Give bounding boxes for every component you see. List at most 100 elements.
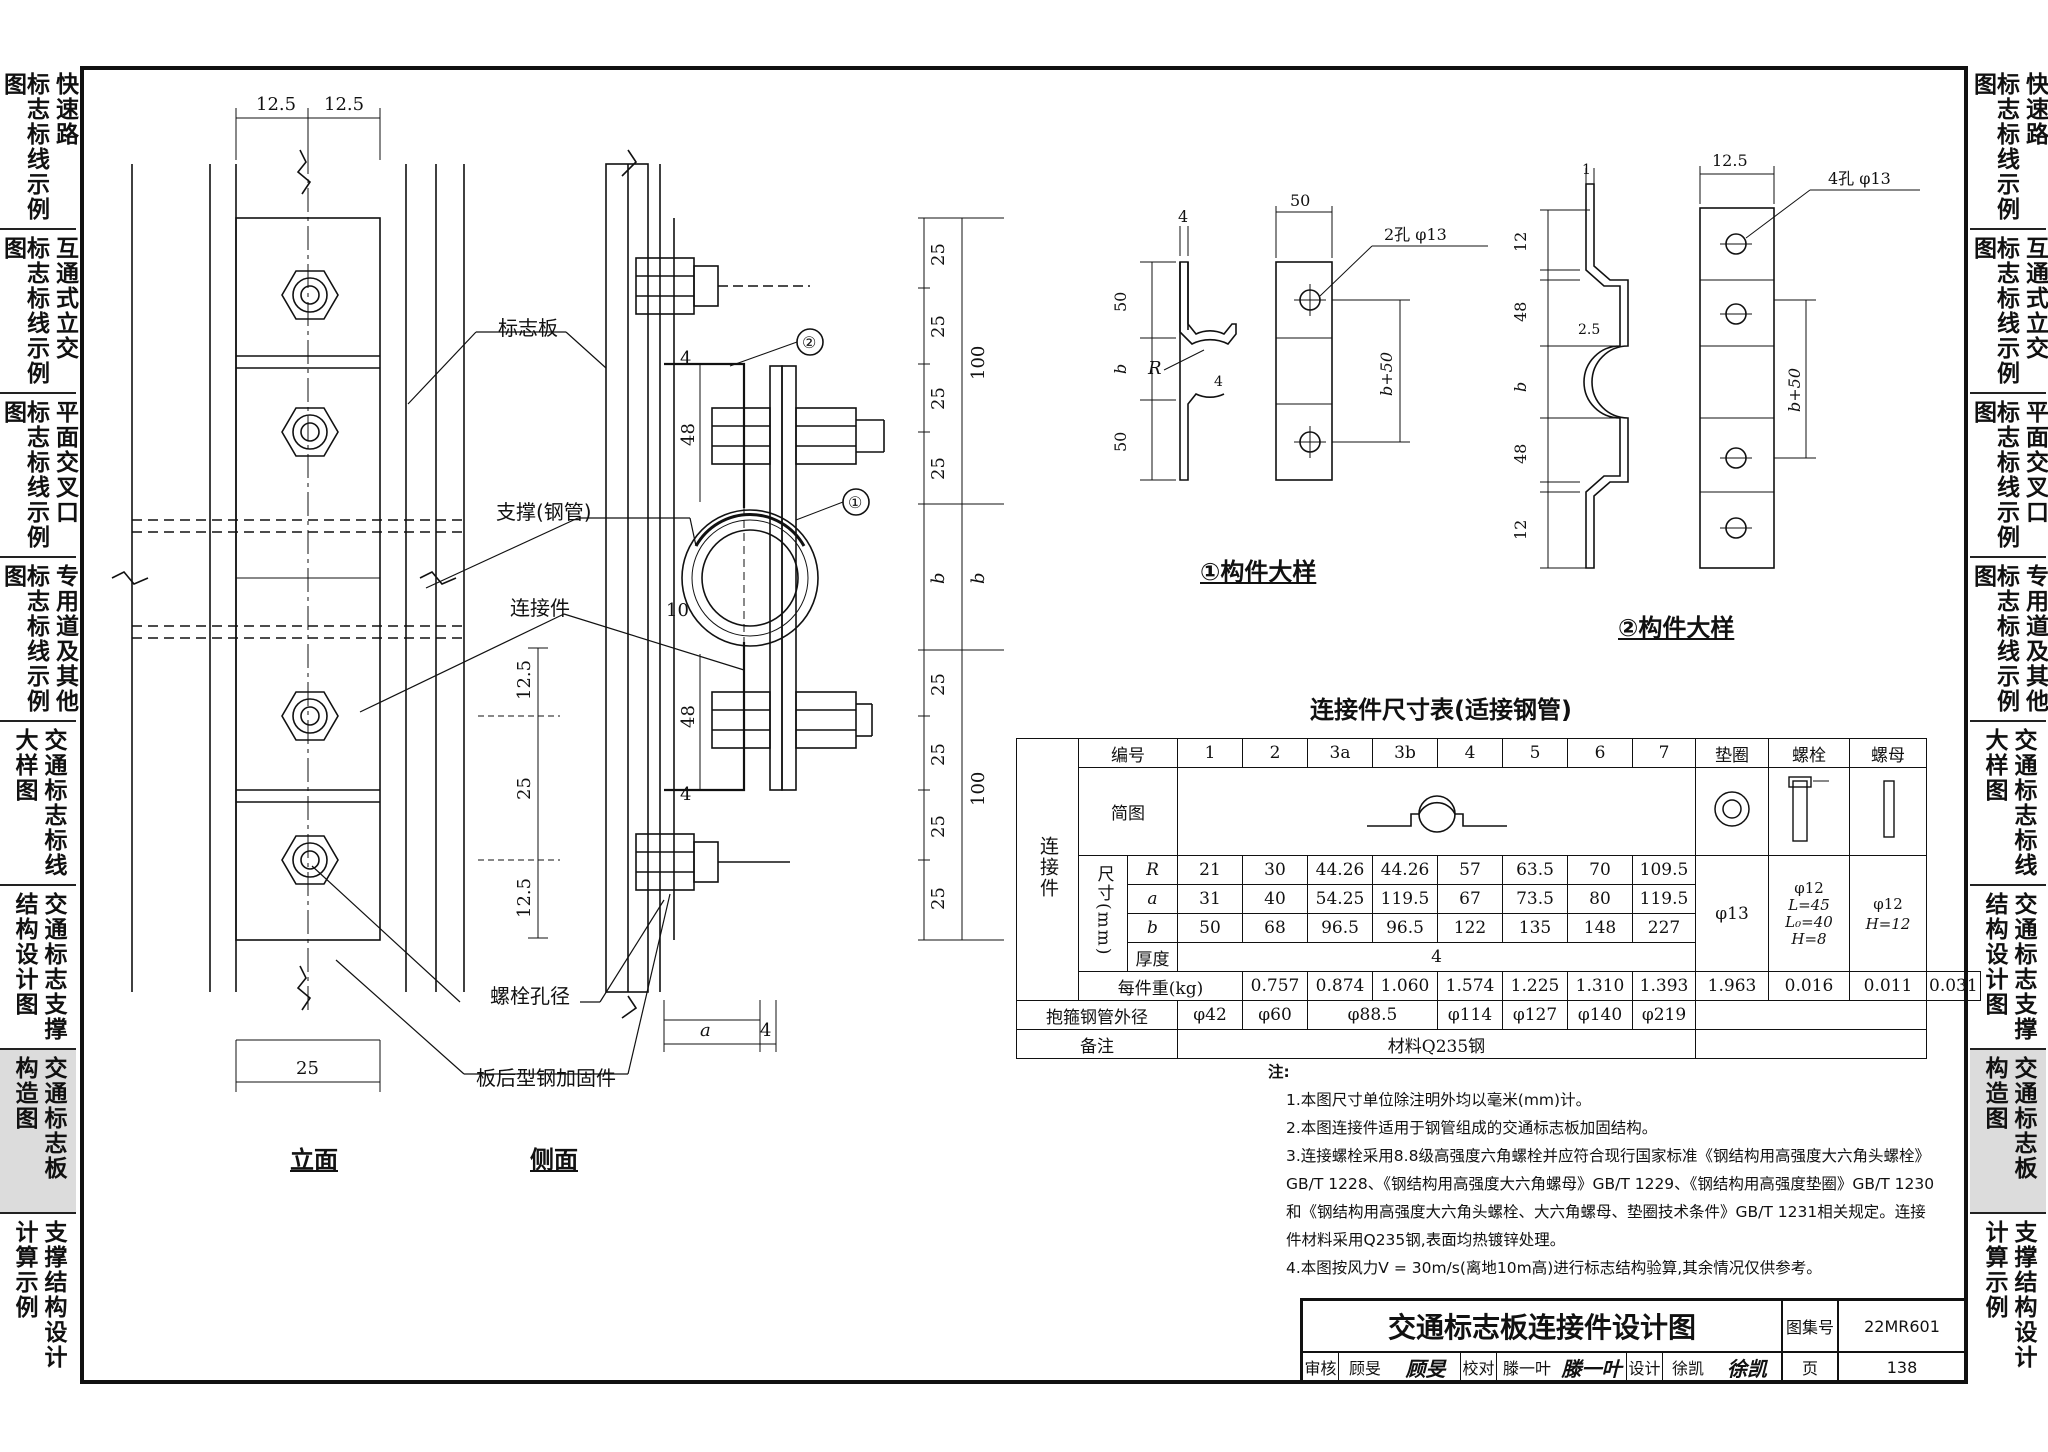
sidebar-tab-detail[interactable]: 大样图 交通标志标线 [0, 722, 76, 886]
dim-text: 4 [1214, 374, 1223, 390]
cell-value: 70 [1567, 855, 1633, 885]
row-label: b [1127, 913, 1178, 943]
sidebar-tab-intersection[interactable]: 标志标线示例图 平面交叉口 [1970, 394, 2048, 558]
sidebar-tab-col2: 快速路 [51, 72, 78, 147]
sidebar-tab-col1: 结构设计图 [11, 892, 37, 1017]
dim-text: 48 [678, 423, 699, 446]
bolt-spec: L₀=40 [1785, 912, 1833, 931]
washer-spec: φ13 [1695, 855, 1769, 972]
dim-text: 50 [1111, 292, 1130, 312]
sidebar-tab-sign-board[interactable]: 构造图 交通标志板 [1970, 1050, 2046, 1214]
pipe-value: φ114 [1437, 1000, 1503, 1030]
callout-1-label: ① [848, 493, 862, 512]
dim-text: 4 [760, 1020, 771, 1041]
note-item: 2.本图连接件适用于钢管组成的交通标志板加固结构。 [1286, 1119, 1658, 1137]
table-head-cell: 1 [1177, 738, 1243, 768]
dim-text: 25 [928, 743, 949, 766]
sidebar-tab-col2: 交通标志板 [40, 1056, 66, 1181]
note-item: 4.本图按风力V = 30m/s(离地10m高)进行标志结构验算,其余情况仅供参… [1286, 1259, 1822, 1277]
reviewer-name: 顾旻 [1348, 1359, 1381, 1378]
reviewer-signature: 顾旻 [1391, 1353, 1461, 1381]
dim-text: 48 [1511, 302, 1530, 322]
cell-value: 227 [1632, 913, 1696, 943]
cell-value: 109.5 [1632, 855, 1696, 885]
title-block: 交通标志板连接件设计图 图集号 22MR601 审核 顾旻 顾旻 校对 滕一叶 … [1300, 1298, 1968, 1384]
sidebar-tab-calc-example[interactable]: 计算示例 支撑结构设计 [0, 1214, 76, 1384]
dim-label-cell: 尺寸(mm) [1078, 855, 1128, 972]
dim-text: b [968, 572, 989, 584]
cell-value: 30 [1242, 855, 1308, 885]
weight-value: 1.963 [1695, 971, 1769, 1001]
sidebar-tab-col2: 互通式立交 [51, 236, 78, 361]
sidebar-tab-interchange[interactable]: 标志标线示例图 互通式立交 [0, 230, 78, 394]
label-stiffener: 板后型钢加固件 [476, 1066, 616, 1090]
bolt-head-icon [281, 270, 339, 320]
nut-icon [635, 257, 810, 315]
sidebar-tab-sign-board[interactable]: 构造图 交通标志板 [0, 1050, 76, 1214]
weight-value: 0.011 [1849, 971, 1927, 1001]
table-head-cell: 2 [1242, 738, 1308, 768]
sidebar-tab-expressway[interactable]: 标志标线示例图 快速路 [0, 66, 78, 230]
notes: 注: 1.本图尺寸单位除注明外均以毫米(mm)计。 2.本图连接件适用于钢管组成… [1268, 1058, 1936, 1282]
design-label: 设计 [1627, 1353, 1663, 1381]
sidebar-tab-calc-example[interactable]: 计算示例 支撑结构设计 [1970, 1214, 2046, 1384]
detail-2-drawing [1540, 166, 1920, 569]
bolt-head-icon [281, 835, 339, 885]
sidebar-tab-special-lane[interactable]: 标志标线示例图 专用道及其他 [0, 558, 78, 722]
side-title: 侧面 [530, 1146, 578, 1174]
weight-value: 1.060 [1372, 971, 1438, 1001]
sidebar-tab-special-lane[interactable]: 标志标线示例图 专用道及其他 [1970, 558, 2048, 722]
weight-value: 0.757 [1242, 971, 1308, 1001]
sidebar-tab-expressway[interactable]: 标志标线示例图 快速路 [1970, 66, 2048, 230]
sidebar-tab-intersection[interactable]: 标志标线示例图 平面交叉口 [0, 394, 78, 558]
sidebar-tab-interchange[interactable]: 标志标线示例图 互通式立交 [1970, 230, 2048, 394]
sidebar-tab-detail[interactable]: 大样图 交通标志标线 [1970, 722, 2046, 886]
dim-text: b [1111, 364, 1130, 374]
label-support-pipe: 支撑(钢管) [496, 500, 592, 524]
notes-heading: 注: [1268, 1063, 1290, 1081]
sidebar-tab-col2: 支撑结构设计 [2010, 1220, 2036, 1370]
dim-text: 12.5 [324, 94, 364, 115]
sketch-label: 简图 [1078, 767, 1178, 856]
table-head-cell: 4 [1437, 738, 1503, 768]
cell-value: 68 [1242, 913, 1308, 943]
sidebar-tab-col1: 大样图 [11, 728, 37, 803]
sidebar-tab-col1: 构造图 [1981, 1056, 2007, 1131]
group-label-cell: 连接件 [1016, 738, 1079, 1001]
bolt-spec: L=45 [1788, 895, 1830, 914]
row-label: R [1127, 855, 1178, 885]
designer-name: 徐凯 [1671, 1359, 1704, 1378]
dim-text: 25 [928, 815, 949, 838]
weight-value: 0.016 [1768, 971, 1850, 1001]
nut-spec: φ12 [1873, 894, 1903, 913]
sidebar-tab-col2: 交通标志支撑 [40, 892, 66, 1042]
sidebar-tab-support-structure[interactable]: 结构设计图 交通标志支撑 [1970, 886, 2046, 1050]
bolt-sketch-cell [1768, 767, 1850, 856]
sidebar-tab-col1: 计算示例 [11, 1220, 37, 1320]
sidebar-tab-col1: 标志标线示例图 [0, 564, 49, 714]
pipe-value: φ140 [1567, 1000, 1633, 1030]
sidebar-tab-col1: 构造图 [11, 1056, 37, 1131]
sidebar-tab-col1: 标志标线示例图 [0, 236, 49, 386]
table-row: 简图 [1017, 767, 1981, 856]
cell-value: 44.26 [1372, 855, 1438, 885]
dim-text: 25 [928, 457, 949, 480]
nut-icon [635, 833, 790, 891]
cell-value: 67 [1437, 884, 1503, 914]
sidebar-tab-col1: 计算示例 [1981, 1220, 2007, 1320]
sidebar-tab-col2: 交通标志标线 [2010, 728, 2036, 878]
dim-text: 12 [1511, 232, 1530, 252]
cell-value: 57 [1437, 855, 1503, 885]
detail-2-title: ②构件大样 [1618, 614, 1735, 642]
connector-sketch-icon [1366, 795, 1507, 833]
table-head-cell: 3b [1372, 738, 1438, 768]
thickness-label: 厚度 [1127, 942, 1178, 972]
callout-2-label: ② [802, 333, 816, 352]
dim-text: b [928, 572, 949, 584]
dim-label: 尺寸(mm) [1093, 865, 1114, 957]
cell-value: 44.26 [1307, 855, 1373, 885]
table-head-cell: 3a [1307, 738, 1373, 768]
sidebar-tab-support-structure[interactable]: 结构设计图 交通标志支撑 [0, 886, 76, 1050]
cell-value: 31 [1177, 884, 1243, 914]
cell-value: 96.5 [1307, 913, 1373, 943]
